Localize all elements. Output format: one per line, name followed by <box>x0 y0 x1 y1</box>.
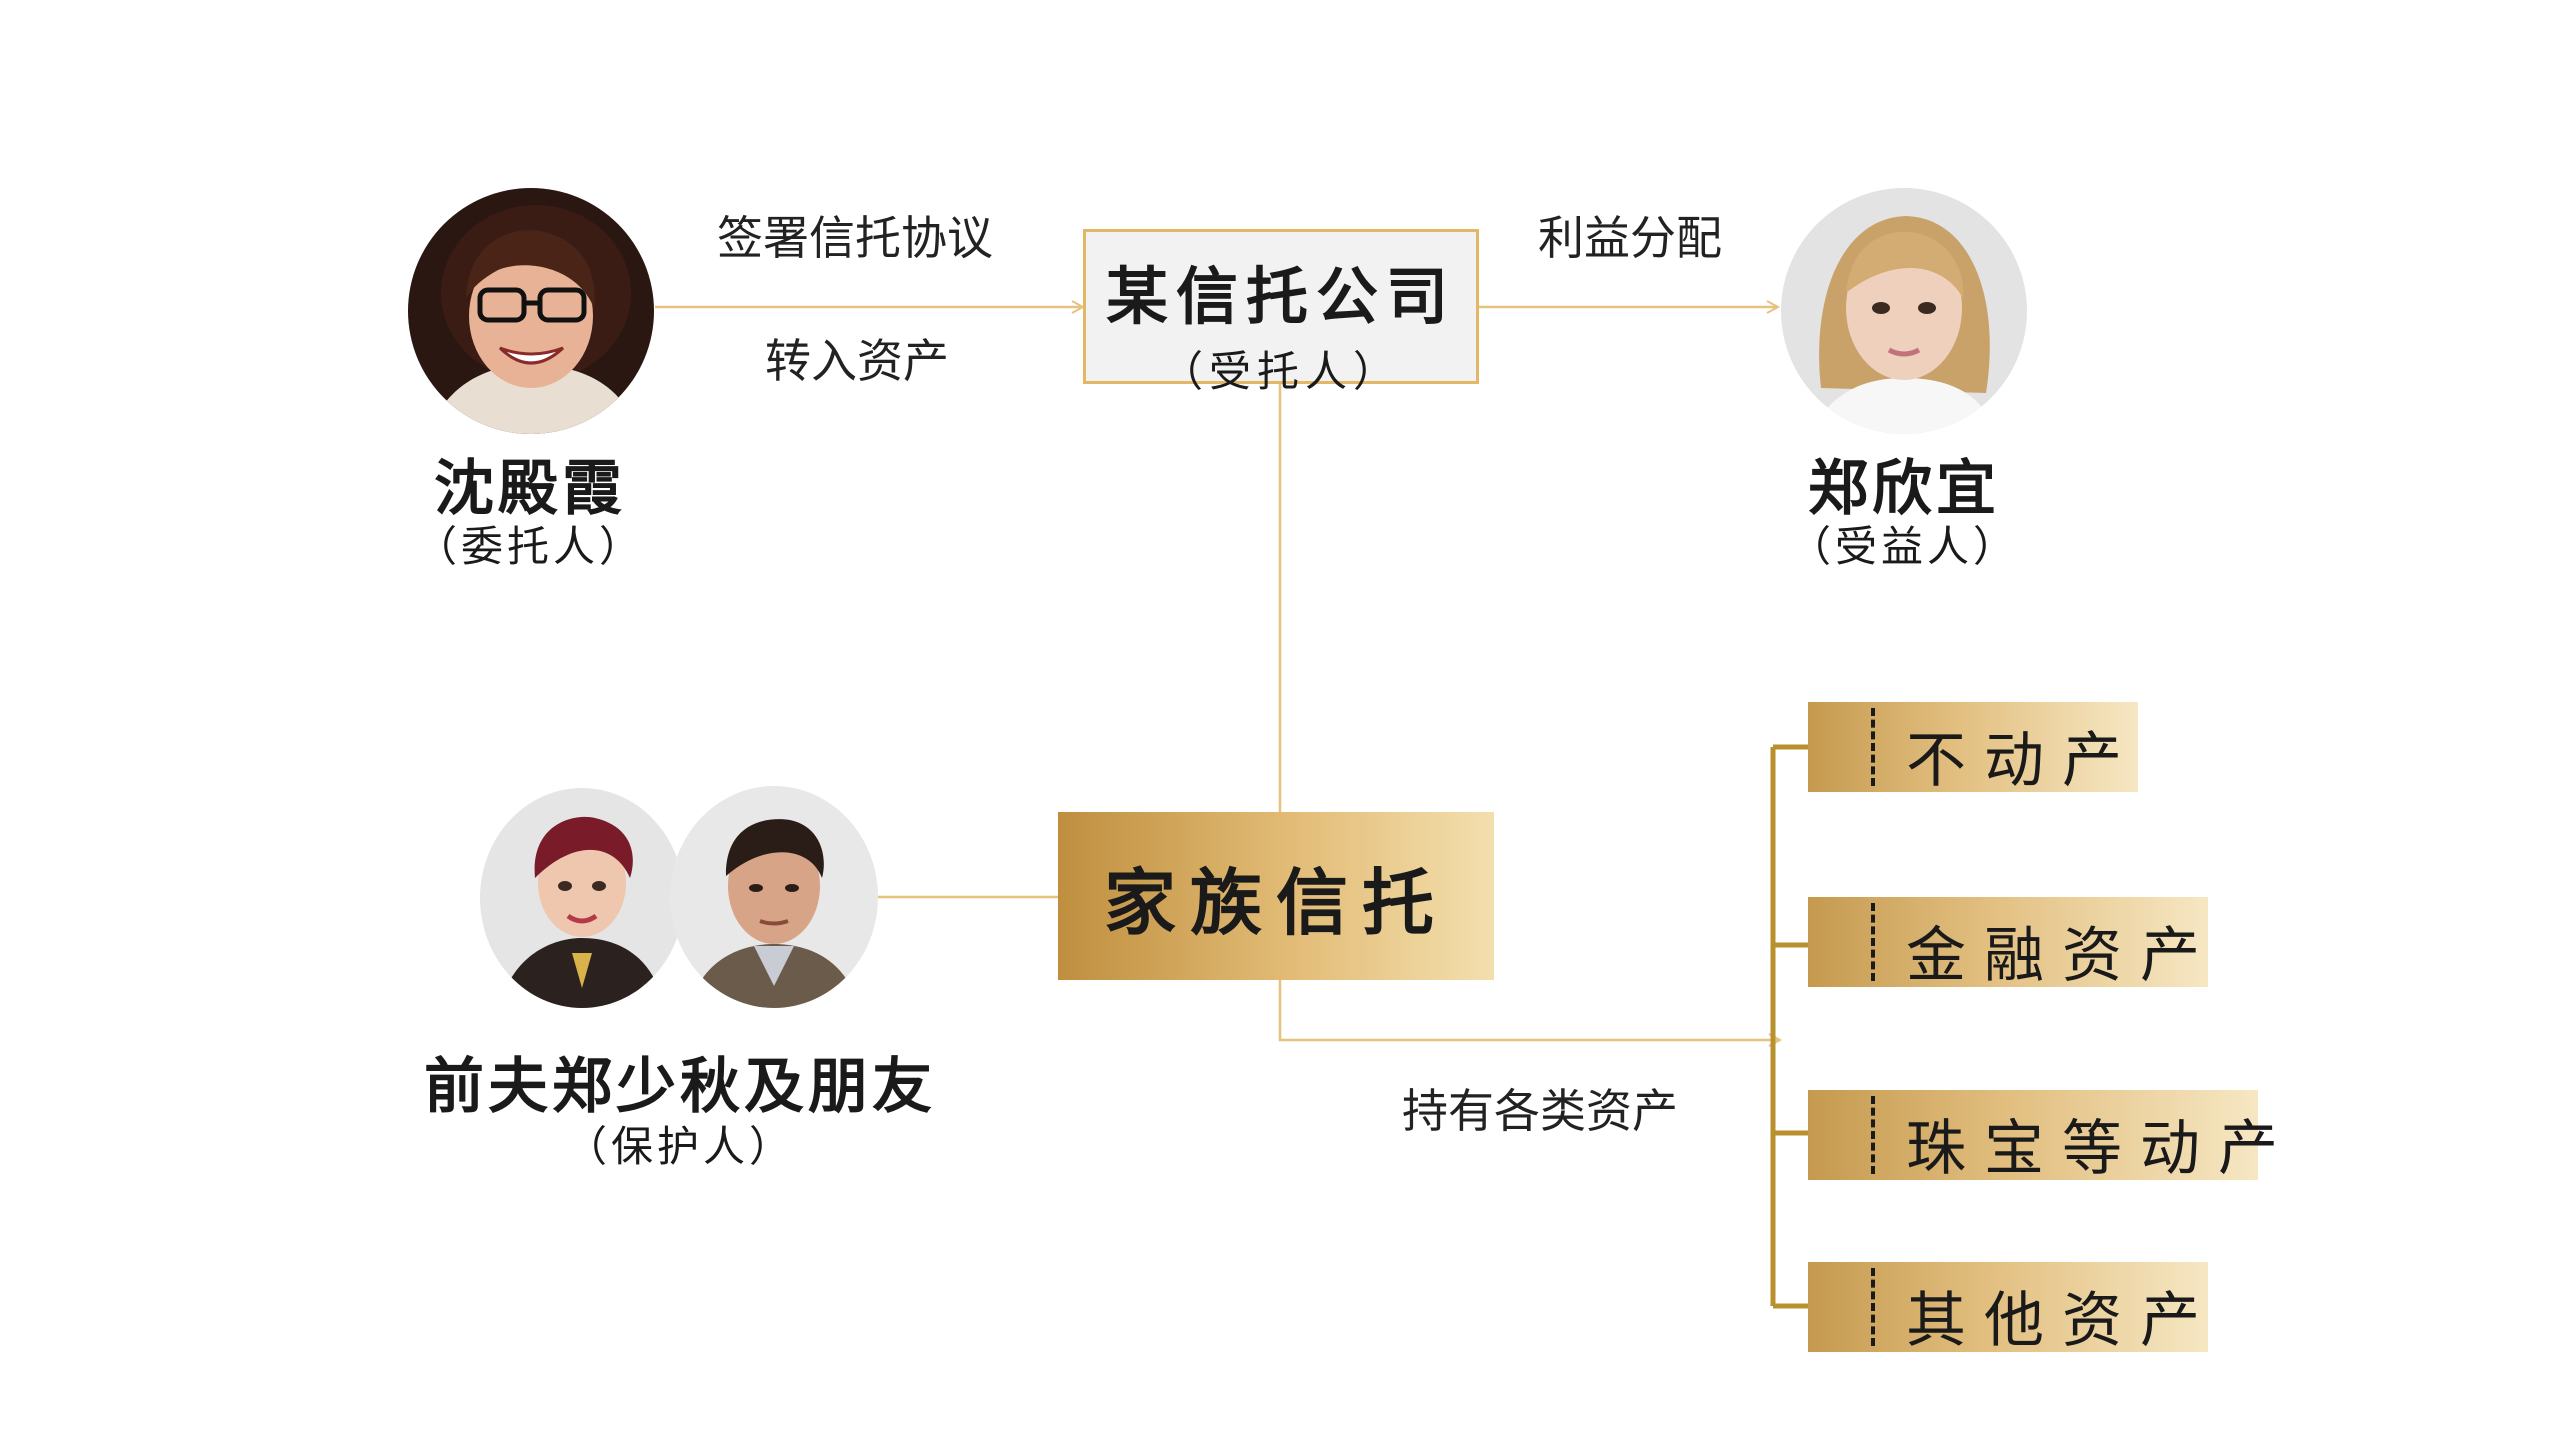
settlor-avatar <box>408 188 654 434</box>
distribute-benefits-label: 利益分配 <box>1538 211 1722 265</box>
settlor-role: （委托人） <box>414 522 645 571</box>
trustee-name: 某信托公司 <box>1105 260 1456 333</box>
asset-label: 金融资产 <box>1906 921 2218 991</box>
asset-dash-divider <box>1871 903 1875 981</box>
transfer-assets-label: 转入资产 <box>765 334 949 388</box>
asset-dash-divider <box>1871 708 1875 786</box>
protector-role: （保护人） <box>564 1122 795 1171</box>
protector-name: 前夫郑少秋及朋友 <box>424 1052 936 1122</box>
asset-dash-divider <box>1871 1268 1875 1346</box>
beneficiary-avatar <box>1781 188 2027 434</box>
asset-item: 其他资产 <box>1808 1262 2208 1356</box>
settlor-name: 沈殿霞 <box>434 454 626 524</box>
asset-label: 珠宝等动产 <box>1906 1114 2296 1184</box>
protector-avatar-woman <box>480 788 684 1008</box>
trustee-box: 某信托公司 （受托人） <box>1083 229 1479 396</box>
beneficiary-name: 郑欣宜 <box>1808 454 2000 524</box>
asset-dash-divider <box>1871 1096 1875 1174</box>
trust-to-assets-arrow <box>1278 980 1780 1040</box>
asset-label: 其他资产 <box>1906 1286 2218 1356</box>
family-trust-box: 家族信托 <box>1058 812 1494 980</box>
asset-item: 不动产 <box>1808 702 2138 796</box>
asset-item: 金融资产 <box>1808 897 2208 991</box>
asset-item: 珠宝等动产 <box>1808 1090 2278 1184</box>
sign-agreement-label: 签署信托协议 <box>717 211 993 265</box>
asset-label: 不动产 <box>1906 726 2140 796</box>
asset-bracket <box>1770 744 1808 1309</box>
hold-assets-label: 持有各类资产 <box>1402 1084 1678 1138</box>
beneficiary-role: （受益人） <box>1788 522 2019 571</box>
trustee-role: （受托人） <box>1160 347 1401 396</box>
protector-avatar-man <box>670 786 878 1008</box>
